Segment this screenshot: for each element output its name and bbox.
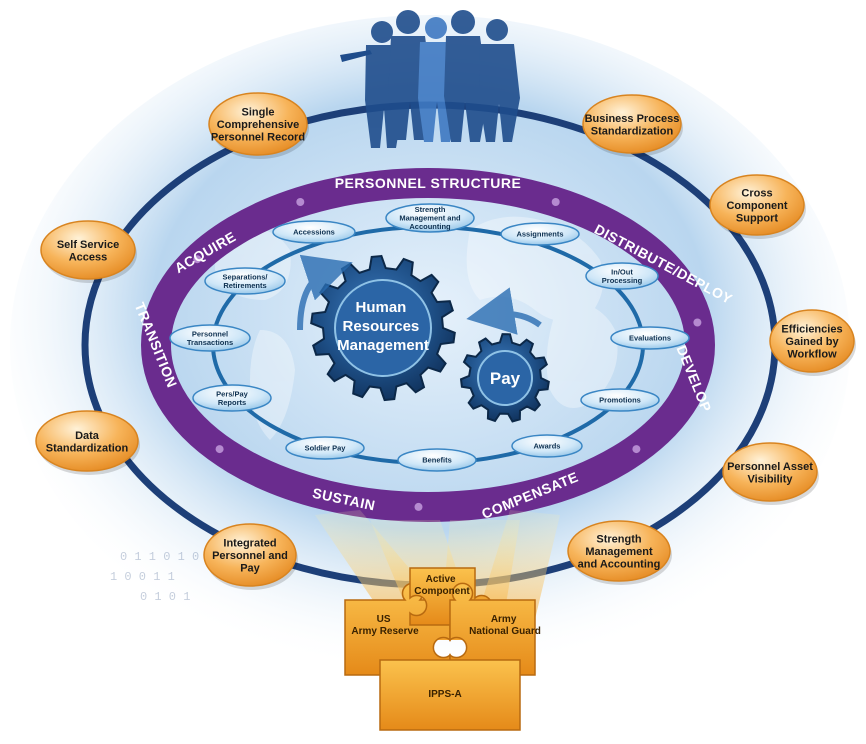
- inner-item-pill: [204, 267, 286, 295]
- inner-item-label: Soldier Pay: [305, 444, 347, 453]
- inner-item-pill: [285, 436, 365, 460]
- ring-divider: [551, 198, 560, 206]
- ring-divider: [632, 445, 641, 454]
- outer-item-bubble: [567, 520, 671, 582]
- outer-item-bubble: [709, 174, 805, 236]
- inner-item: Accessions: [272, 220, 356, 244]
- circular-arrow-icon: [466, 287, 542, 335]
- inner-item: Promotions: [580, 388, 660, 412]
- pay-gear-label: Pay: [490, 369, 521, 388]
- inner-item-label: Awards: [534, 442, 561, 451]
- outer-item-bubble: [769, 309, 855, 373]
- outer-item-bubble: [35, 410, 139, 472]
- puzzle-ipps-a-label: IPPS-A: [428, 689, 461, 700]
- hr-gear-hub: [334, 279, 432, 377]
- inner-item-pill: [585, 262, 659, 290]
- inner-item: Separations/Retirements: [204, 267, 286, 295]
- inner-item-label: Promotions: [599, 396, 641, 405]
- inner-item-label: Evaluations: [629, 334, 671, 343]
- inner-item-pill: [397, 448, 477, 472]
- circular-arrow-icon: [297, 254, 353, 331]
- svg-text:0 1 1 0 1 0: 0 1 1 0 1 0: [120, 550, 199, 564]
- inner-item: Benefits: [397, 448, 477, 472]
- puzzle-piece-ipps-a: [379, 659, 521, 731]
- inner-item-pill: [580, 388, 660, 412]
- inner-item: Evaluations: [610, 326, 690, 350]
- ring-divider: [693, 318, 702, 327]
- process-ring: [141, 168, 715, 522]
- ring-dividers: [193, 198, 702, 511]
- ring-divider: [296, 198, 305, 206]
- ring-divider: [193, 255, 202, 264]
- pay-gear-hub: [477, 350, 533, 406]
- inner-item-pill: [169, 324, 251, 352]
- ring-label: PERSONNEL STRUCTURE: [335, 175, 522, 191]
- gears: Human Resources Management Pay: [297, 254, 550, 423]
- puzzle-reserve-label: US Army Reserve: [351, 614, 419, 637]
- inner-item: Awards: [511, 434, 583, 458]
- inner-item-label: Accessions: [293, 228, 335, 237]
- outer-item-bubble: [40, 220, 136, 280]
- ipps-a-puzzle: Active Component US Army Reserve Army Na…: [344, 567, 541, 731]
- hr-gear-label: Human Resources Management: [337, 299, 429, 354]
- puzzle-active-label: Active Component: [414, 574, 470, 597]
- ring-divider: [215, 445, 224, 454]
- outer-item-bubble: [722, 442, 818, 502]
- svg-text:1 0 0 1 1: 1 0 0 1 1: [110, 570, 175, 584]
- ring-divider: [414, 502, 423, 511]
- inner-item-pill: [272, 220, 356, 244]
- outer-item-bubble: [203, 523, 297, 587]
- inner-item-pill: [385, 203, 475, 233]
- inner-item-pill: [511, 434, 583, 458]
- inner-item-label: Separations/Retirements: [222, 272, 268, 290]
- puzzle-guard-label: Army National Guard: [469, 614, 541, 637]
- inner-item-label: Benefits: [422, 456, 452, 465]
- inner-item-label: Assignments: [516, 230, 563, 239]
- inner-item-pill: [192, 384, 272, 412]
- inner-item-pill: [610, 326, 690, 350]
- puzzle-piece-guard: [449, 582, 536, 676]
- outer-item-bubble: [582, 94, 682, 154]
- binary-decoration: 0 1 1 0 1 0 1 0 0 1 1 0 1 0 1: [110, 550, 199, 604]
- outer-item-bubble: [208, 92, 308, 156]
- inner-item-pill: [500, 222, 580, 246]
- svg-text:0 1 0 1: 0 1 0 1: [140, 590, 190, 604]
- inner-item: Assignments: [500, 222, 580, 246]
- soldiers-silhouette: [340, 10, 520, 148]
- inner-item: Soldier Pay: [285, 436, 365, 460]
